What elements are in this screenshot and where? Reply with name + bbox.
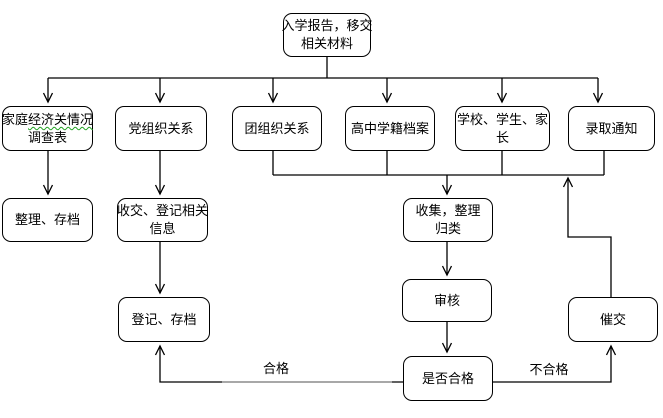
node-label: 党组织关系 <box>128 120 194 136</box>
node-receive-register-info: 收交、登记相关 信息 <box>117 198 208 242</box>
node-label: 相关材料 <box>300 36 353 51</box>
node-register-archive: 登记、存档 <box>118 297 210 342</box>
node-label: 审核 <box>433 292 460 308</box>
node-label: 长 <box>495 129 509 145</box>
node-family-survey: 家庭经济关情况 调查表 <box>2 106 93 151</box>
node-label: 归类 <box>434 221 461 236</box>
node-label-part: 家庭 <box>1 111 28 127</box>
node-urge-submission: 催交 <box>568 297 658 342</box>
arrow-urge-bus2 <box>562 176 612 297</box>
node-highschool-records: 高中学籍档案 <box>345 106 435 151</box>
arrow-unqualified-urge <box>493 344 617 383</box>
label-qualified: 合格 <box>262 361 289 376</box>
spellcheck-underline-text: 经济关情况 <box>28 111 94 127</box>
node-label: 入学报告，移交 <box>281 18 373 34</box>
node-label: 催交 <box>599 311 626 327</box>
node-label: 是否合格 <box>421 370 474 386</box>
node-label: 调查表 <box>27 129 67 145</box>
node-party-relation: 党组织关系 <box>115 106 207 151</box>
node-gather-sort: 收集，整理 归类 <box>403 198 493 242</box>
node-label: 整理、存档 <box>14 212 80 228</box>
node-label: 信息 <box>149 221 176 236</box>
node-qualified-decision: 是否合格 <box>403 356 493 401</box>
node-label: 学校、学生、家 <box>456 111 548 127</box>
node-label: 登记、存档 <box>131 311 197 327</box>
node-label: 收交、登记相关 <box>117 203 209 219</box>
node-label: 团组织关系 <box>244 120 310 136</box>
node-organize-archive: 整理、存档 <box>2 198 93 242</box>
node-review: 审核 <box>402 279 492 322</box>
node-label: 收集，整理 <box>415 203 481 219</box>
node-label: 录取通知 <box>585 120 638 136</box>
node-league-relation: 团组织关系 <box>232 106 322 151</box>
node-admission-notice: 录取通知 <box>568 106 655 151</box>
node-label: 高中学籍档案 <box>350 120 429 136</box>
label-unqualified: 不合格 <box>529 362 569 377</box>
node-label: 家庭经济关情况 <box>2 111 93 129</box>
node-enrollment-report: 入学报告，移交 相关材料 <box>281 13 373 57</box>
node-school-student-parent: 学校、学生、家 长 <box>455 106 550 151</box>
